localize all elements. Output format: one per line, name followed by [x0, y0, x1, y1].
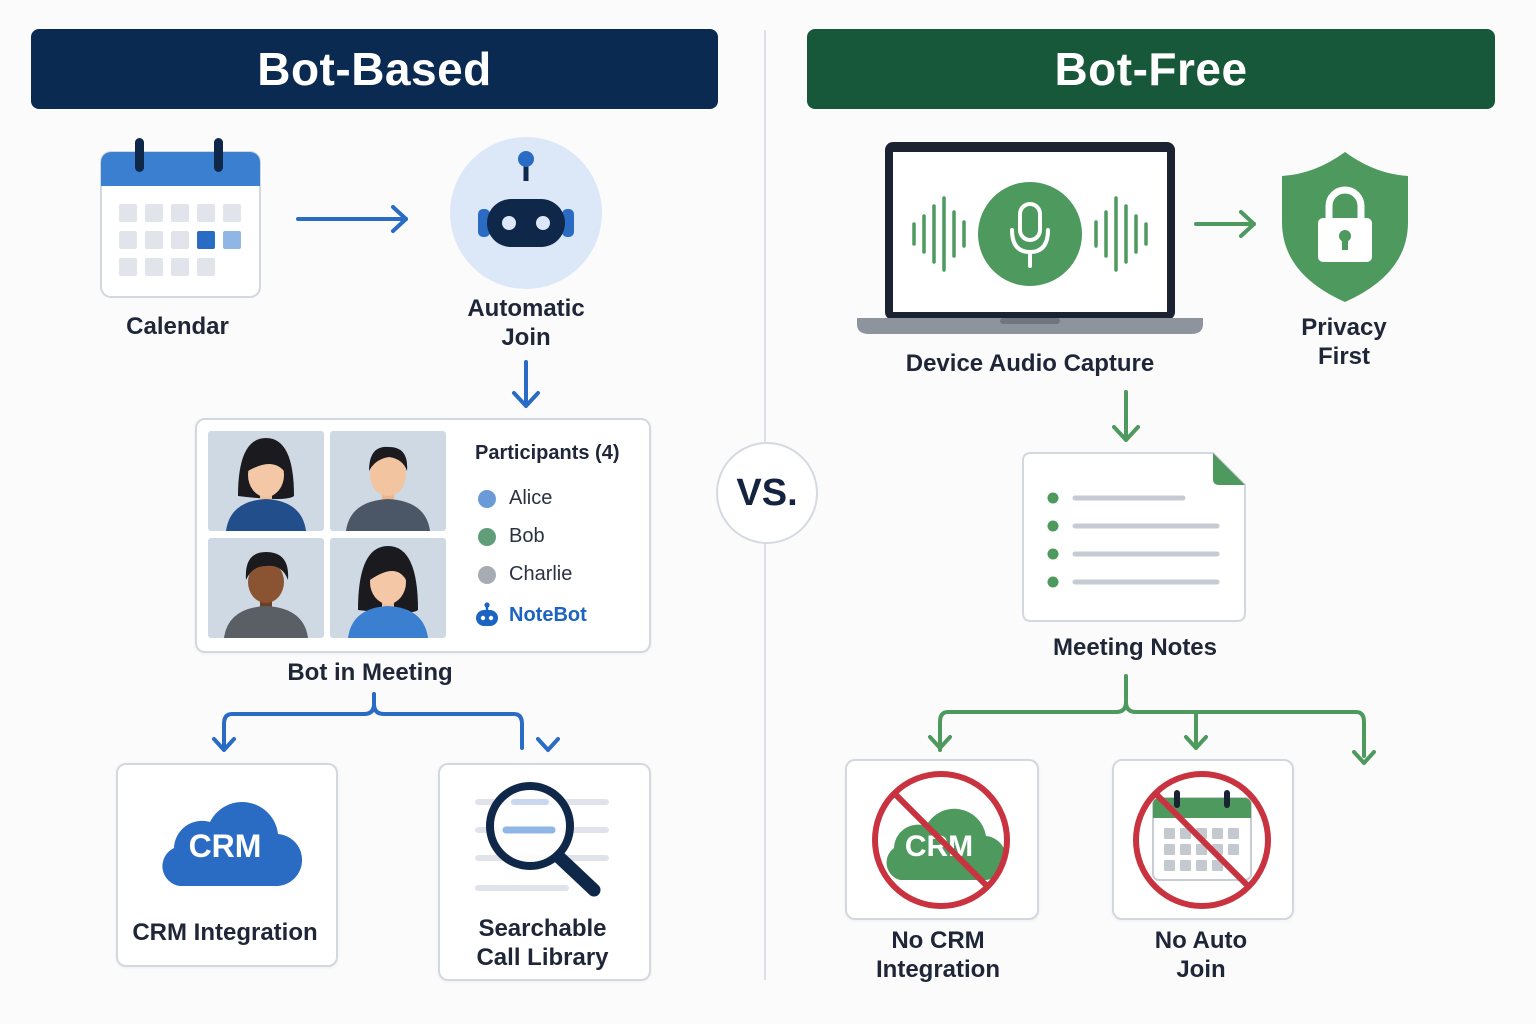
video-tile-participant4	[330, 538, 446, 638]
no-auto-line1: No Auto	[1154, 927, 1248, 954]
arrow-right-icon	[1194, 210, 1256, 238]
video-tile-charlie	[208, 538, 324, 638]
privacy-first-line2: First	[1317, 343, 1370, 370]
center-divider-top	[764, 30, 766, 442]
searchable-library-label: Searchable Call Library	[440, 914, 645, 972]
participant-dot-bob	[478, 528, 496, 546]
privacy-first-line1: Privacy	[1301, 314, 1387, 341]
participants-title: Participants (4)	[475, 442, 620, 464]
arrow-down-icon	[512, 360, 540, 408]
crm-icon-text: CRM	[188, 828, 262, 864]
automatic-join-label: Automatic Join	[440, 294, 612, 352]
video-tile-alice	[208, 431, 324, 531]
center-divider-bottom	[764, 542, 766, 980]
searchable-library-line2: Call Library	[476, 944, 609, 971]
arrow-down-icon	[1112, 390, 1140, 442]
magnifier-search-icon	[475, 782, 609, 897]
prohibit-icon	[872, 771, 1010, 909]
document-notes-icon	[1022, 452, 1246, 622]
participant-charlie: Charlie	[509, 563, 573, 585]
branch-connector	[928, 674, 1376, 765]
branch-connector	[212, 692, 560, 752]
person-avatar-icon	[346, 446, 430, 531]
prohibit-icon	[1133, 771, 1271, 909]
no-auto-line2: Join	[1176, 956, 1226, 983]
participant-dot-alice	[478, 490, 496, 508]
shield-lock-icon	[1282, 152, 1408, 302]
crm-integration-label: CRM Integration	[132, 919, 318, 946]
person-avatar-icon	[348, 546, 428, 638]
calendar-label: Calendar	[126, 313, 229, 340]
automatic-join-line1: Automatic	[467, 295, 585, 322]
bot-free-header: Bot-Free	[807, 29, 1495, 109]
privacy-first-label: Privacy First	[1284, 313, 1404, 371]
vs-badge: VS.	[716, 442, 818, 544]
person-avatar-icon	[224, 552, 308, 638]
no-crm-line2: Integration	[876, 956, 1000, 983]
no-crm-line1: No CRM	[891, 927, 985, 954]
meeting-notes-label: Meeting Notes	[1052, 634, 1217, 661]
notebot-icon	[476, 602, 498, 626]
person-avatar-icon	[226, 438, 306, 531]
no-auto-join-label: No Auto Join	[1122, 926, 1280, 984]
laptop-microphone-icon	[857, 142, 1203, 334]
automatic-join-line2: Join	[501, 324, 551, 351]
cloud-icon	[162, 802, 303, 887]
bot-based-header: Bot-Based	[31, 29, 718, 109]
participant-alice: Alice	[509, 487, 553, 509]
robot-icon	[450, 137, 602, 289]
arrow-right-icon	[296, 205, 408, 233]
device-audio-capture-label: Device Audio Capture	[905, 350, 1155, 377]
searchable-library-line1: Searchable	[478, 915, 607, 942]
participant-bob: Bob	[509, 525, 545, 547]
video-tile-bob	[330, 431, 446, 531]
participant-dot-charlie	[478, 566, 496, 584]
bot-in-meeting-label: Bot in Meeting	[287, 659, 453, 686]
calendar-icon	[100, 138, 261, 298]
participant-notebot: NoteBot	[509, 604, 587, 626]
no-crm-integration-label: No CRM Integration	[850, 926, 1026, 984]
